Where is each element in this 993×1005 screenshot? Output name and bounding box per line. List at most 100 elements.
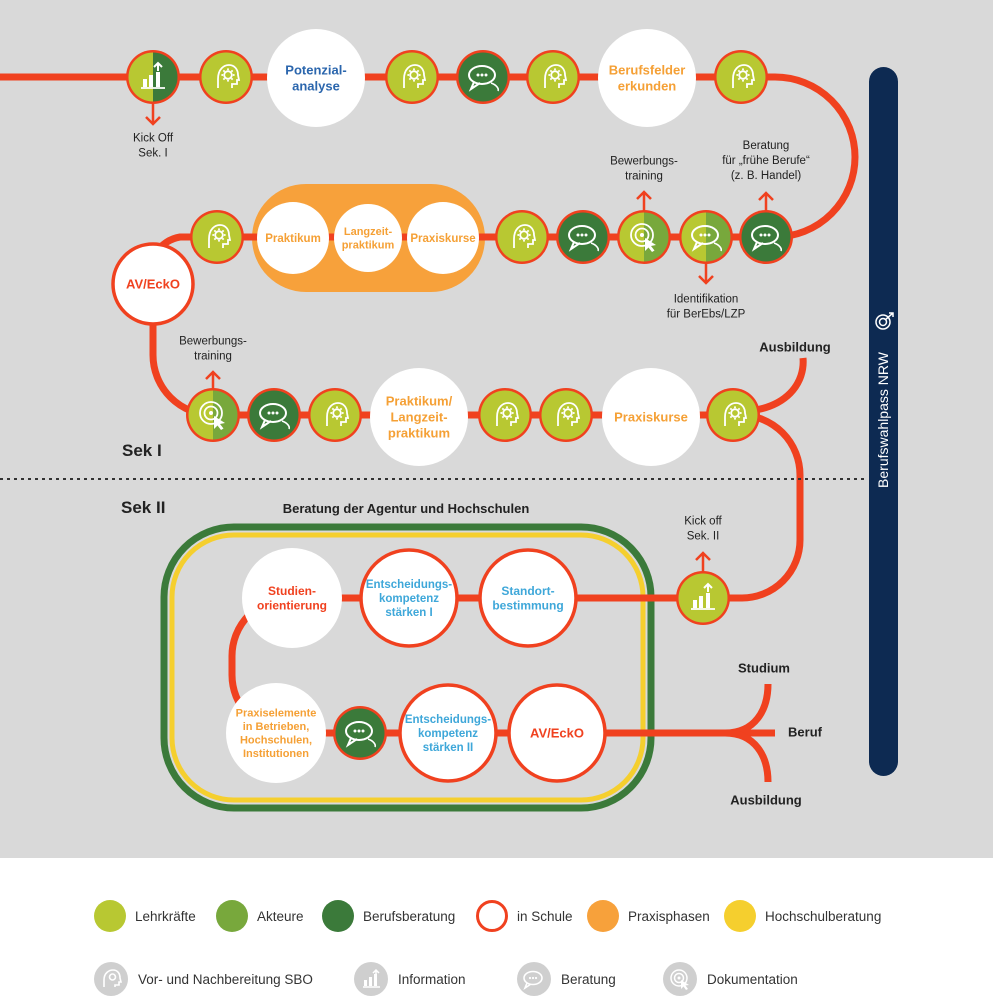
- gear-head-icon: [403, 64, 427, 88]
- node-circle: [111, 242, 195, 326]
- gear-head-icon: [496, 402, 520, 426]
- node-label-praktikum2: Praktikum/Langzeit-praktikum: [386, 394, 453, 441]
- node-label-studien: Studien-orientierung: [257, 584, 327, 613]
- node-label-praxiskurse1: Praxiskurse: [410, 233, 475, 245]
- node-label-potenzial: Potenzial-analyse: [285, 63, 346, 94]
- section-label-sek2: Sek II: [121, 498, 165, 517]
- node-circle: [267, 29, 365, 127]
- node-fill: [558, 212, 608, 262]
- node-fill: [741, 212, 791, 262]
- node-praxiskurse1: Praxiskurse: [407, 202, 479, 274]
- berufswahlpass-target-icon: [875, 312, 894, 330]
- legend-in-schule: in Schule: [476, 900, 573, 932]
- small-nodes: [126, 50, 793, 760]
- node-av1: AV/EckO: [111, 242, 195, 326]
- node-fill: [458, 52, 508, 102]
- legend-dot-hochschulberatung: [724, 900, 756, 932]
- bar-chart-arrow-icon: [354, 962, 388, 996]
- chat-node: [556, 210, 610, 264]
- legend-dot-berufsberatung: [322, 900, 354, 932]
- node-fill: [480, 390, 530, 440]
- gear-head-icon: [217, 64, 241, 88]
- node-fill-left: [128, 52, 153, 102]
- node-fill: [335, 708, 385, 758]
- chat-node: [247, 388, 301, 442]
- chat-node: [739, 210, 793, 264]
- gear-node: [706, 388, 760, 442]
- target-pointer-icon: [199, 401, 225, 430]
- node-label-praxiskurse2: Praxiskurse: [614, 410, 688, 425]
- node-circle: [407, 202, 479, 274]
- node-label-langzeit: Langzeit-praktikum: [342, 226, 395, 251]
- gear-node: [308, 388, 362, 442]
- node-circle: [370, 368, 468, 466]
- annotation-studium: Studium: [738, 661, 790, 676]
- node-fill: [497, 212, 547, 262]
- kickoff-sek2-node: [676, 571, 730, 625]
- kickoff-sek1-node: [126, 50, 180, 104]
- node-label-av2: AV/EckO: [530, 726, 584, 741]
- annotation-ausbildung-bottom: Ausbildung: [730, 793, 802, 808]
- gear-node: [199, 50, 253, 104]
- node-praktikum: Praktikum: [257, 202, 329, 274]
- node-fill: [192, 212, 242, 262]
- gear-head-icon: [513, 224, 537, 248]
- legend-label-beratung: Beratung: [561, 971, 616, 987]
- bar-chart-arrow-icon: [691, 582, 715, 610]
- annotation-ausbildung-right: Ausbildung: [759, 340, 831, 355]
- legend-hochschulberatung: Hochschulberatung: [724, 900, 881, 932]
- node-fill: [528, 52, 578, 102]
- legend-dot-praxisphasen: [587, 900, 619, 932]
- legend-beratung: Beratung: [517, 962, 616, 996]
- gear-node: [714, 50, 768, 104]
- speech-bubbles-icon: [468, 65, 500, 92]
- gear-node: [478, 388, 532, 442]
- hochschul-inner-frame: [169, 532, 646, 803]
- gear-head-icon: [94, 962, 128, 996]
- node-praktikum2: Praktikum/Langzeit-praktikum: [370, 368, 468, 466]
- node-circle: [598, 29, 696, 127]
- node-circle: [398, 683, 498, 783]
- path-ausbildung-bottom: [724, 729, 772, 783]
- node-circle: [478, 548, 578, 648]
- gear-node: [539, 388, 593, 442]
- gear-node: [495, 210, 549, 264]
- legend-label-dokumentation: Dokumentation: [707, 971, 798, 987]
- chat-node: [456, 50, 510, 104]
- gear-head-icon: [208, 224, 232, 248]
- bar-chart-arrow-icon: [141, 61, 165, 89]
- speech-bubbles-icon: [259, 403, 291, 430]
- node-circle: [257, 202, 329, 274]
- annotation-bewerbung-left: Bewerbungs-training: [179, 336, 247, 363]
- chat-node: [679, 210, 733, 264]
- node-fill: [201, 52, 251, 102]
- gear-head-icon: [557, 402, 581, 426]
- legend-dokumentation: Dokumentation: [663, 962, 798, 996]
- node-fill: [310, 390, 360, 440]
- node-circle: [359, 548, 459, 648]
- node-fill-left: [681, 212, 706, 262]
- gear-head-icon: [732, 64, 756, 88]
- node-fill: [249, 390, 299, 440]
- hochschul-label: Beratung der Agentur und Hochschulen: [283, 501, 530, 516]
- legend-information: Information: [354, 962, 466, 996]
- annotation-bewerbung-top: Bewerbungs-training: [610, 156, 678, 183]
- legend-label-vor-nach: Vor- und Nachbereitung SBO: [138, 971, 313, 987]
- legend-dot-akteure: [216, 900, 248, 932]
- node-circle: [334, 204, 402, 272]
- node-label-standort: Standort-bestimmung: [492, 584, 563, 613]
- node-studien: Studien-orientierung: [242, 548, 342, 648]
- node-langzeit: Langzeit-praktikum: [334, 204, 402, 272]
- speech-bubbles-icon: [345, 721, 377, 748]
- legend-label-akteure: Akteure: [257, 908, 304, 924]
